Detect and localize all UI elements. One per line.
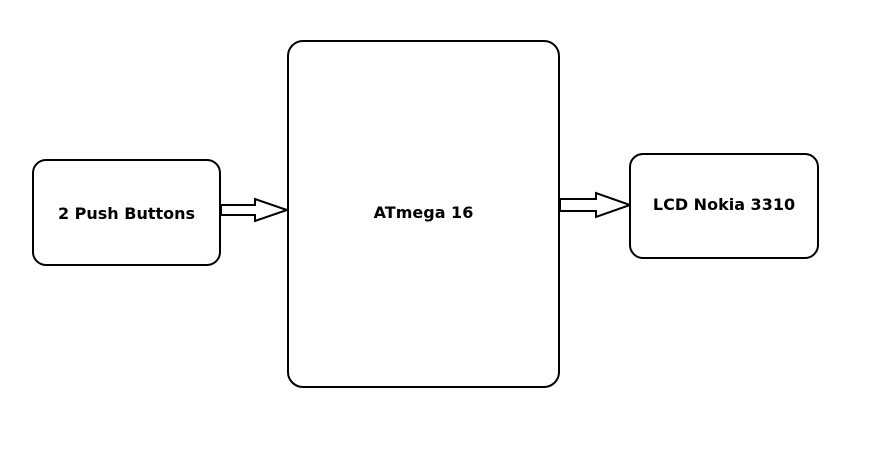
push-buttons-label: 2 Push Buttons <box>57 204 196 223</box>
arrow-mcu-to-lcd-icon <box>559 191 634 219</box>
push-buttons-block: 2 Push Buttons <box>32 159 221 266</box>
atmega16-label: ATmega 16 <box>373 202 474 222</box>
lcd-nokia-label: LCD Nokia 3310 <box>652 195 796 214</box>
atmega16-block: ATmega 16 <box>287 40 560 388</box>
lcd-nokia-block: LCD Nokia 3310 <box>629 153 819 259</box>
arrow-buttons-to-mcu-icon <box>220 197 291 223</box>
